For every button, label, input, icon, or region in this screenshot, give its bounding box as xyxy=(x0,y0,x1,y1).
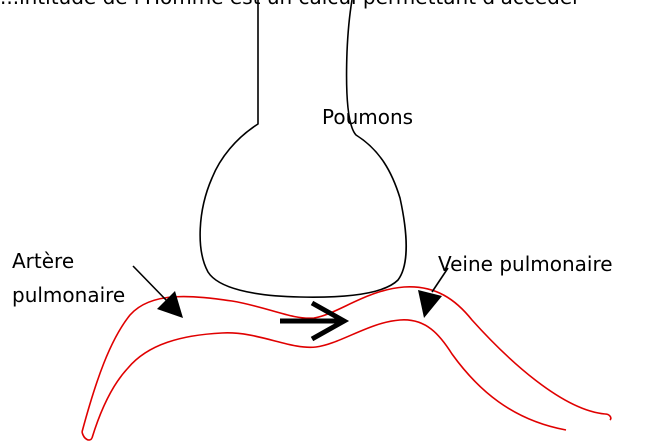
label-artere-line2: pulmonaire xyxy=(12,278,125,312)
label-veine-pulmonaire: Veine pulmonaire xyxy=(438,251,613,277)
label-artere-pulmonaire: Artère pulmonaire xyxy=(12,244,125,312)
veine-pointer-head xyxy=(418,290,442,318)
label-artere-line1: Artère xyxy=(12,244,125,278)
lung-outline xyxy=(200,0,406,297)
label-poumons: Poumons xyxy=(322,104,413,130)
vessel-left-end xyxy=(82,432,92,440)
artere-pointer-line xyxy=(133,266,168,302)
vessel-right-end-upper xyxy=(605,414,611,420)
vessel-lower-wall xyxy=(92,320,566,438)
